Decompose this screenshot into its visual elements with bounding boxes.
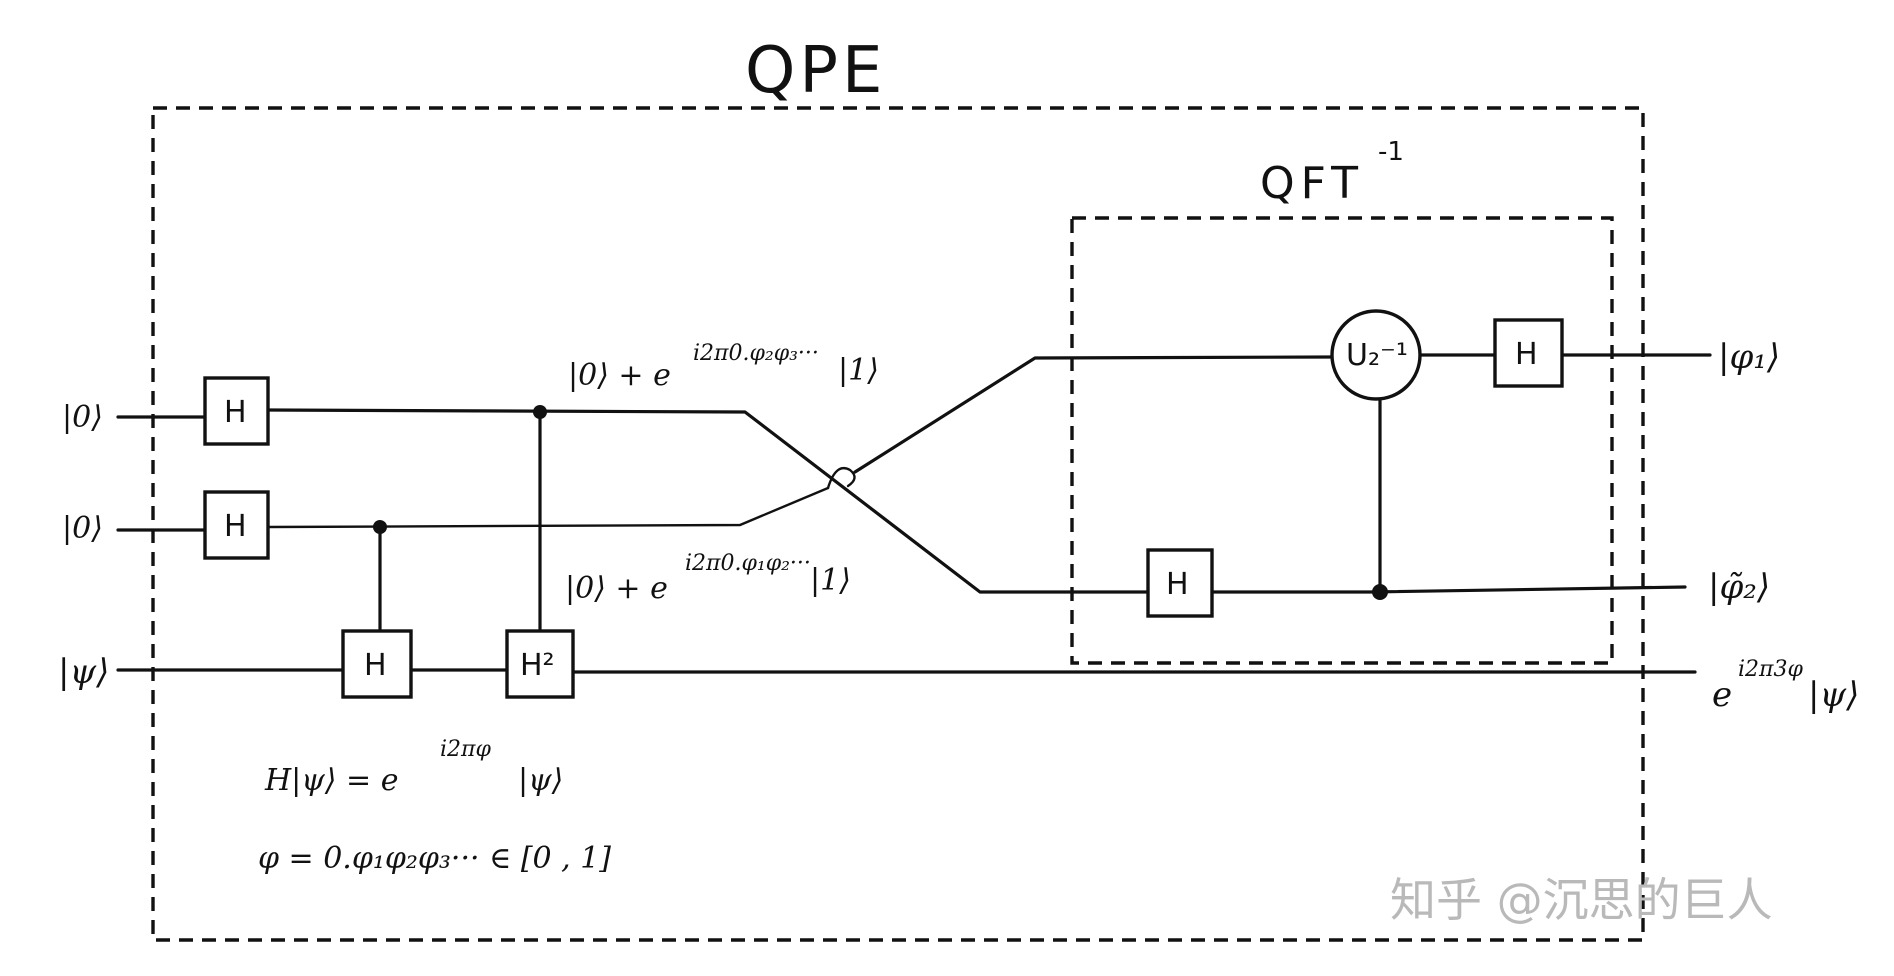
h-gate-qft-lower: H: [1146, 548, 1214, 618]
input-label-qubit-2: |0⟩: [62, 511, 103, 546]
svg-text:e: e: [1712, 675, 1732, 715]
controlled-h-gate: H: [341, 629, 413, 699]
qft-inverse-box: [1070, 216, 1614, 665]
svg-text:U₂⁻¹: U₂⁻¹: [1346, 338, 1408, 373]
svg-text:i2π3φ: i2π3φ: [1738, 657, 1803, 682]
h-gate-q2: H: [203, 490, 270, 560]
output-label-top: |φ₁⟩: [1718, 337, 1780, 377]
watermark: 知乎 @沉思的巨人: [1390, 873, 1773, 927]
phase-definition: φ = 0.φ₁φ₂φ₃··· ∈ [0 , 1]: [258, 841, 611, 876]
svg-text:H: H: [224, 509, 247, 544]
svg-text:H: H: [224, 395, 247, 430]
svg-text:|0⟩ + e: |0⟩ + e: [565, 571, 668, 606]
svg-text:i2π0.φ₂φ₃···: i2π0.φ₂φ₃···: [693, 341, 819, 366]
qft-inverse-superscript: -1: [1378, 137, 1404, 167]
svg-text:|1⟩: |1⟩: [810, 563, 851, 598]
svg-text:|ψ⟩: |ψ⟩: [518, 763, 563, 798]
qpe-title: QPE: [745, 34, 886, 108]
svg-text:|1⟩: |1⟩: [838, 353, 879, 388]
svg-text:|0⟩ + e: |0⟩ + e: [568, 358, 671, 393]
svg-text:i2π0.φ₁φ₂···: i2π0.φ₁φ₂···: [685, 551, 811, 576]
h-gate-q1: H: [203, 376, 270, 446]
eigenvalue-equation: H|ψ⟩ = e i2πφ |ψ⟩: [264, 737, 563, 798]
wire-q1-crossing: [266, 408, 1150, 594]
svg-text:H|ψ⟩ = e: H|ψ⟩ = e: [264, 763, 398, 798]
svg-text:H: H: [364, 648, 387, 683]
output-label-middle: |φ̃₂⟩: [1708, 567, 1770, 607]
u-inverse-gate: U₂⁻¹: [1330, 309, 1422, 401]
output-label-bottom: e i2π3φ |ψ⟩: [1712, 657, 1859, 715]
control-dot-q1: [533, 405, 547, 419]
svg-text:i2πφ: i2πφ: [440, 737, 491, 762]
upper-state-annotation: |0⟩ + e i2π0.φ₂φ₃··· |1⟩: [568, 341, 879, 393]
qft-inverse-title: QFT: [1260, 158, 1364, 209]
wire-q2-to-crossing: [266, 486, 830, 529]
svg-text:|ψ⟩: |ψ⟩: [1808, 675, 1859, 715]
qpe-outer-box: [151, 106, 1645, 942]
control-dot-q2: [373, 520, 387, 534]
wire-crossing-arc: [826, 466, 856, 490]
wire-q1-to-output: [1210, 585, 1687, 594]
h-gate-qft-upper: H: [1493, 318, 1564, 388]
lower-state-annotation: |0⟩ + e i2π0.φ₁φ₂··· |1⟩: [565, 551, 851, 606]
input-label-target: |ψ⟩: [58, 652, 109, 692]
controlled-h2-gate: H²: [505, 629, 575, 699]
svg-text:H²: H²: [520, 648, 555, 683]
input-label-qubit-1: |0⟩: [62, 400, 103, 435]
wire-q2-crossing: [853, 355, 1335, 474]
control-dot-u-inverse: [1372, 584, 1388, 600]
svg-text:H: H: [1515, 337, 1538, 372]
svg-text:H: H: [1166, 567, 1189, 602]
